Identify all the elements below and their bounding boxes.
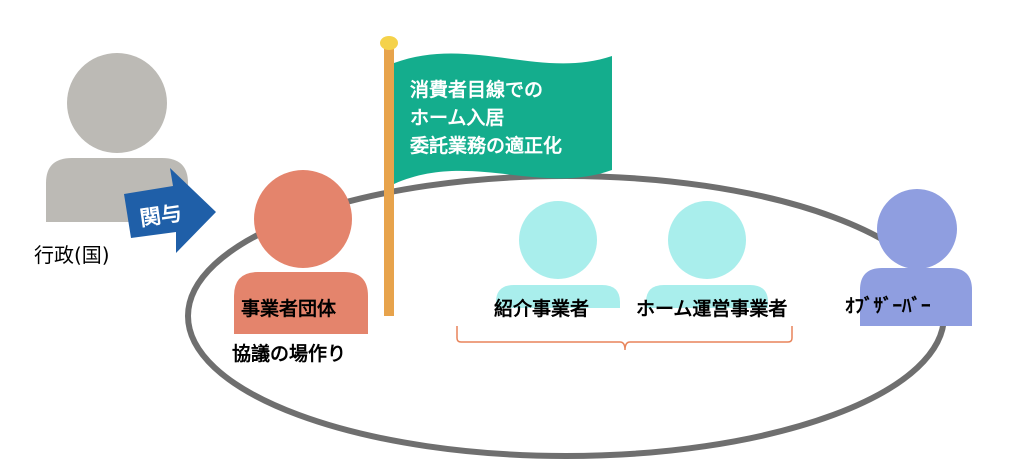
government-label: 行政(国) [34,243,110,267]
participant-label-referral: 紹介事業者 [494,297,589,320]
observer-person-icon [860,189,972,326]
flag-line-2: ホーム入居 [410,107,504,129]
flag-line-3: 委託業務の適正化 [409,134,562,157]
flag-pole-top [380,36,398,50]
involvement-label: 関与 [138,201,183,231]
business-group-person-icon [234,170,368,334]
business-group-caption: 協議の場作り [232,342,346,365]
referral-operator-person-icon [496,201,620,308]
observer-label: ｵﾌﾞｻﾞｰﾊﾞｰ [845,294,931,317]
participant-label-home: ホーム運営事業者 [636,297,787,320]
business-group-label: 事業者団体 [241,297,337,320]
flag-line-1: 消費者目線での [410,78,543,101]
flag-pole [384,44,394,316]
participants-brace [456,326,793,351]
flag-banner [394,53,612,185]
home-operator-person-icon [646,201,768,308]
involvement-arrow [124,168,216,253]
